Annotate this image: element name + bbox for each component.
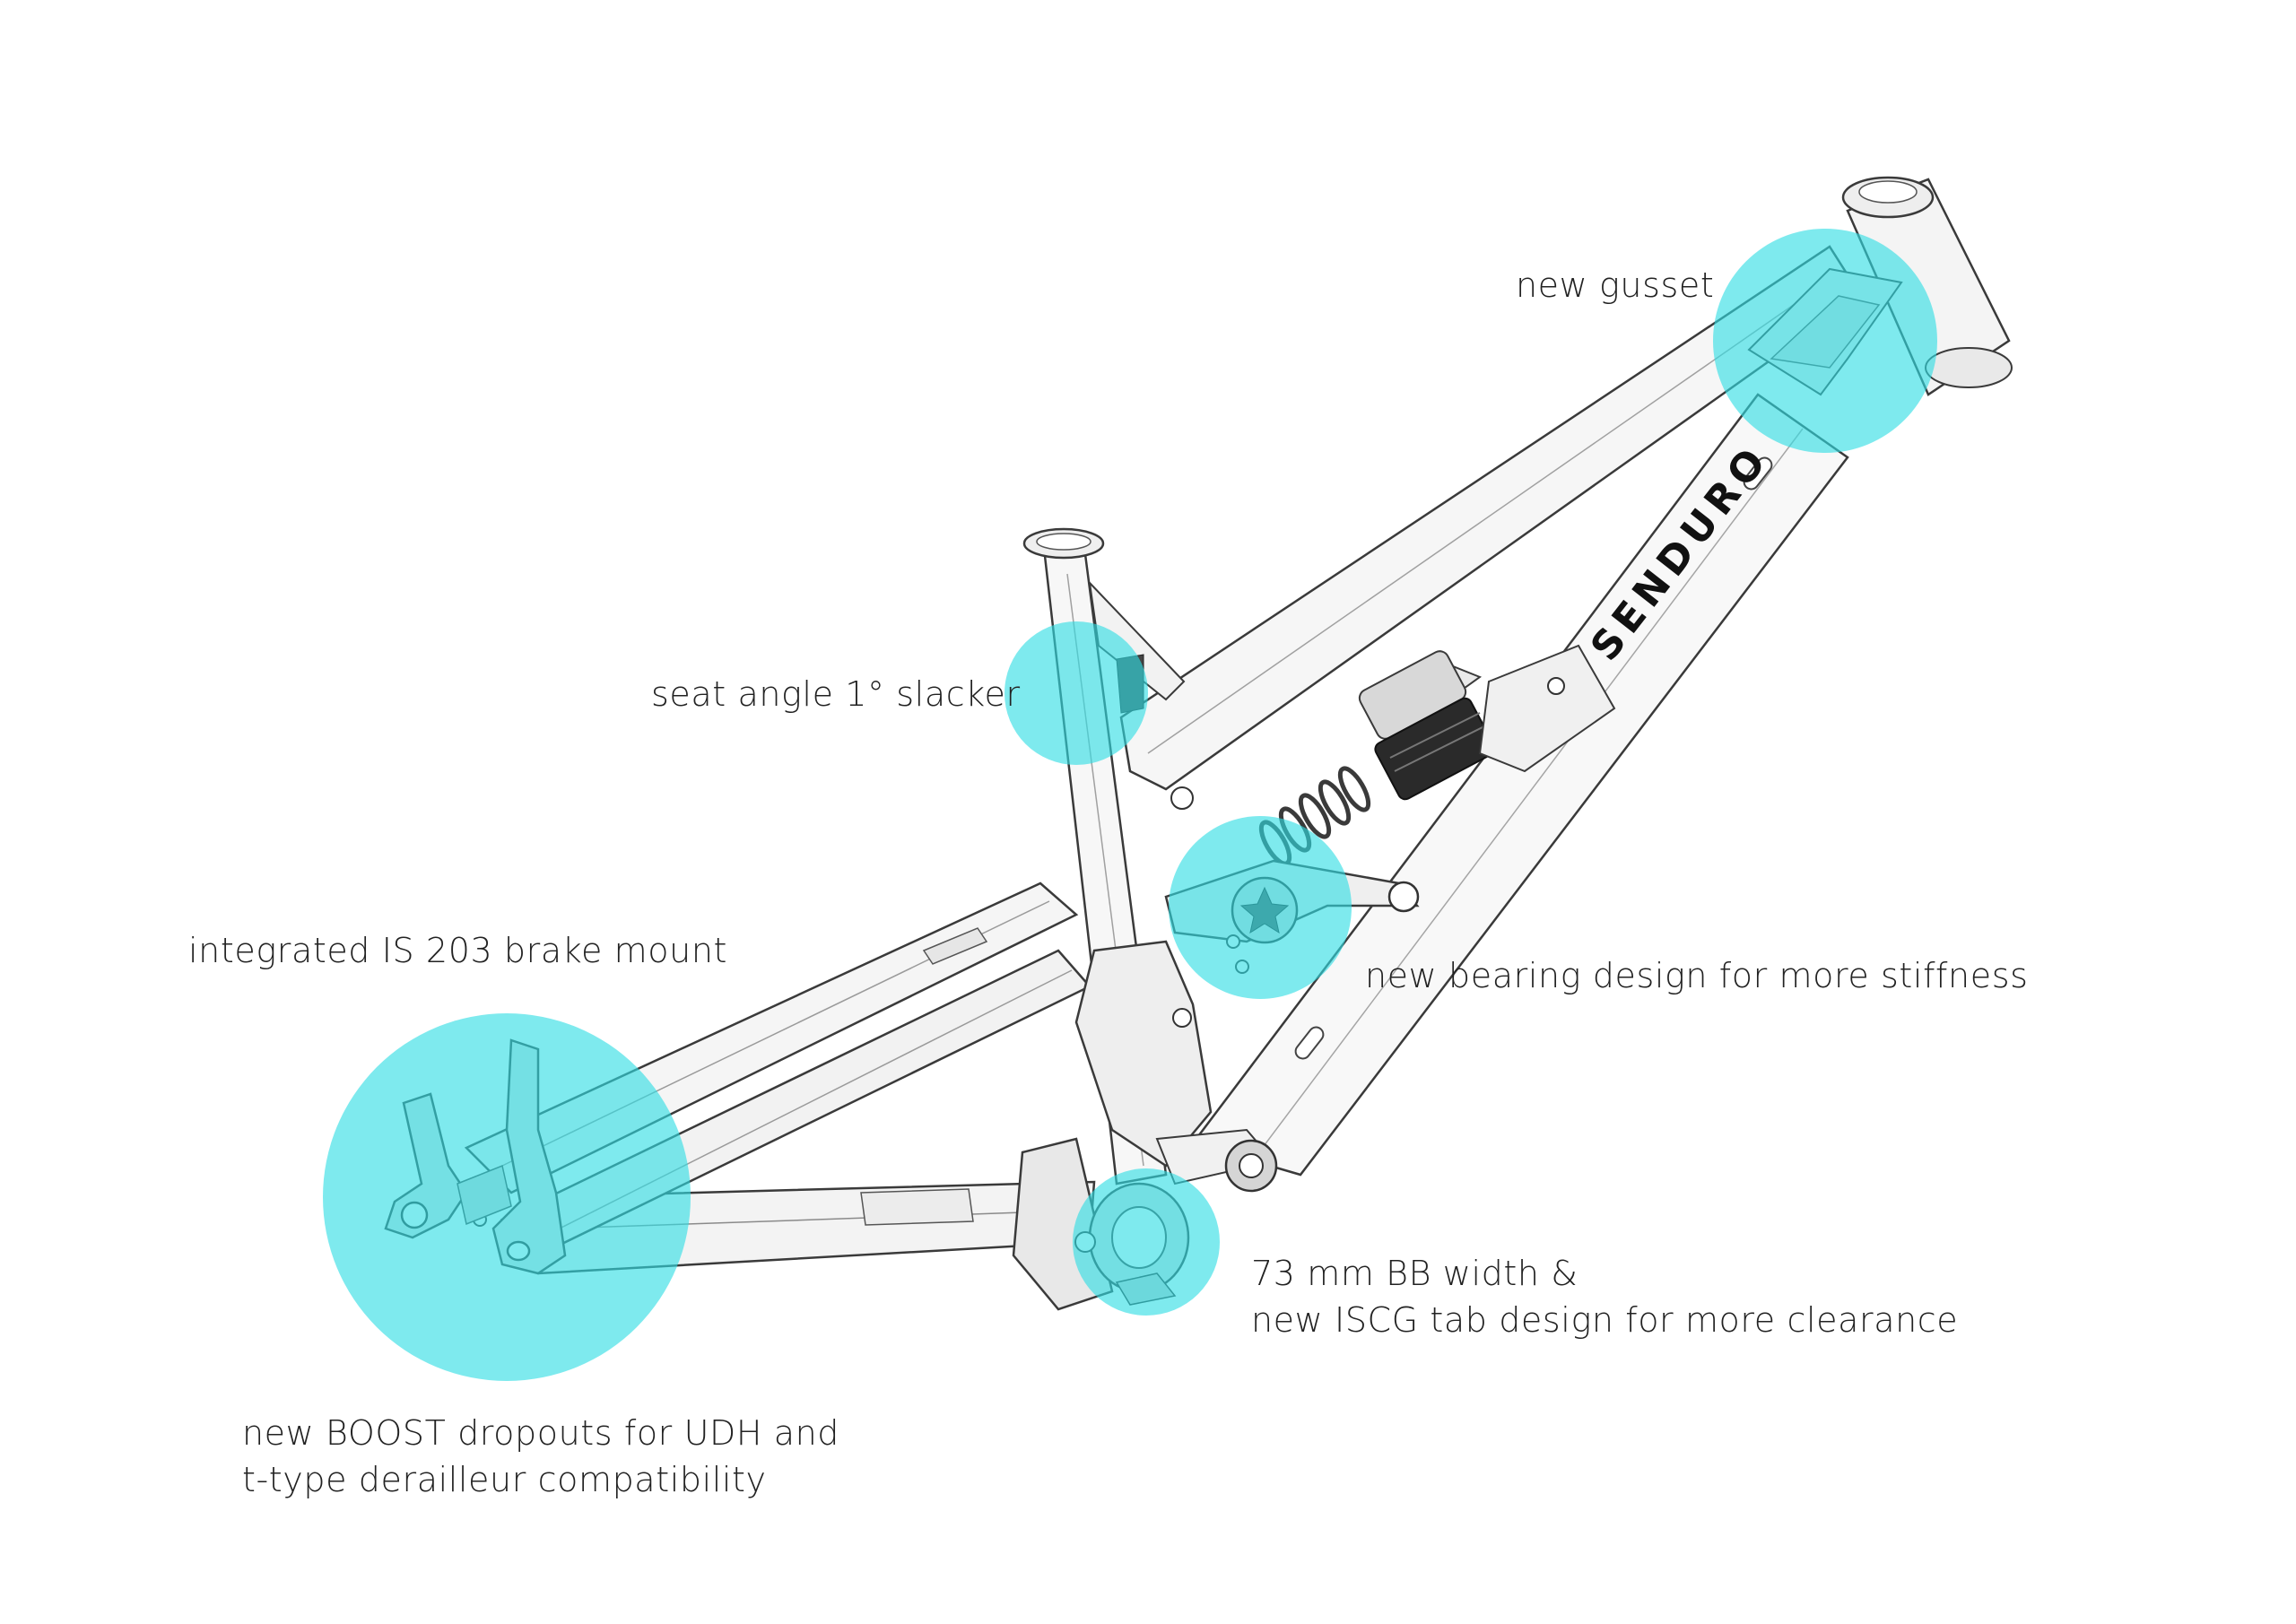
callout-seat-angle: seat angle 1° slacker [651, 671, 1021, 717]
callout-bearing-line-1: new bearing design for more stiffness [1365, 956, 2029, 995]
callout-bb-line-1: 73 mm BB width & [1251, 1254, 1578, 1293]
head-tube [1841, 176, 2013, 396]
callout-gusset-line-1: new gusset [1516, 265, 1715, 305]
callout-bearing: new bearing design for more stiffness [1365, 952, 2029, 999]
highlight-bearing [1169, 816, 1352, 999]
highlight-gusset [1713, 229, 1937, 453]
highlight-dropouts [323, 1013, 691, 1381]
callout-bb: 73 mm BB width & new ISCG tab design for… [1251, 1250, 1958, 1343]
callout-bb-line-2: new ISCG tab design for more clearance [1251, 1300, 1959, 1340]
callout-brake-mount-line-1: integrated IS 203 brake mount [188, 931, 728, 970]
callout-dropouts-line-1: new BOOST dropouts for UDH and [242, 1413, 840, 1453]
callout-brake-mount: integrated IS 203 brake mount [188, 927, 727, 974]
lower-link [1074, 940, 1278, 1193]
callout-seat-angle-line-1: seat angle 1° slacker [651, 674, 1021, 714]
callout-dropouts: new BOOST dropouts for UDH and t-type de… [242, 1410, 839, 1503]
highlight-seat-angle [1004, 621, 1148, 765]
highlight-bb [1073, 1168, 1220, 1316]
rear-shock [1258, 644, 1616, 866]
callout-dropouts-line-2: t-type derailleur compatibility [242, 1460, 767, 1499]
callout-gusset: new gusset [1516, 262, 1714, 308]
